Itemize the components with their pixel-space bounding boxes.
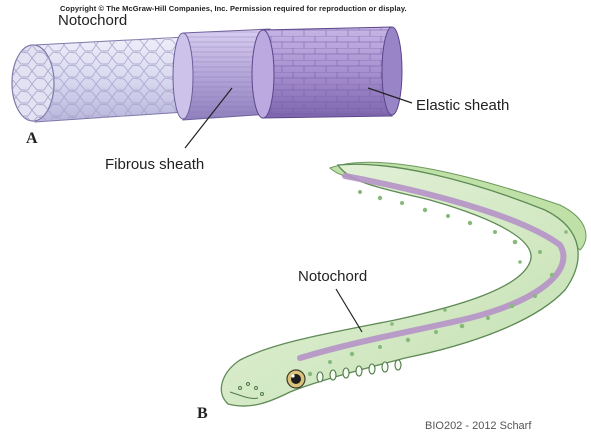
label-notochord-a: Notochord xyxy=(58,12,127,29)
label-notochord-b: Notochord xyxy=(298,268,367,285)
notochord-core xyxy=(12,37,185,122)
fish-illustration xyxy=(221,162,586,406)
leader-line-notochord-fish xyxy=(336,289,362,332)
elastic-sheath xyxy=(252,27,402,118)
footer-credit: BIO202 - 2012 Scharf xyxy=(425,420,531,432)
label-elastic-sheath: Elastic sheath xyxy=(416,97,509,114)
panel-letter-a: A xyxy=(26,130,38,148)
panel-letter-b: B xyxy=(197,405,208,423)
fish-eye xyxy=(287,370,305,388)
label-fibrous-sheath: Fibrous sheath xyxy=(105,156,204,173)
notochord-cylinder xyxy=(12,27,412,148)
